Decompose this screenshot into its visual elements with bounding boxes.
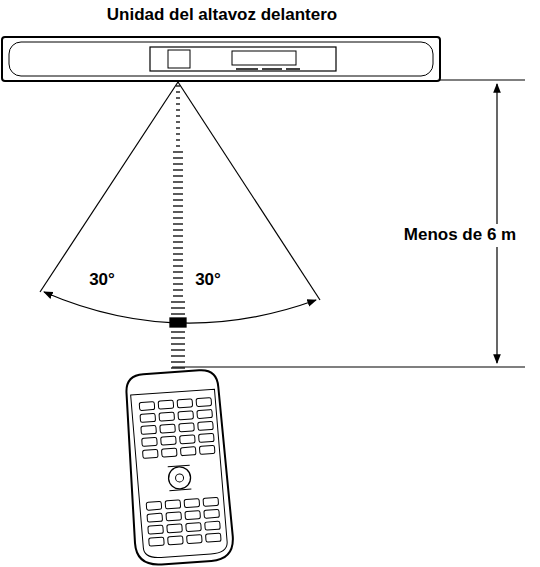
remote-button — [166, 512, 182, 521]
beam-dash — [176, 103, 180, 104]
remote-button — [142, 437, 158, 446]
remote-button — [177, 399, 193, 408]
remote-button — [206, 533, 222, 542]
remote-button — [148, 525, 164, 534]
remote-button — [140, 413, 156, 422]
beam-dash — [176, 91, 180, 92]
infrared-beam — [170, 86, 186, 392]
beam-dash — [173, 169, 183, 170]
remote-button — [180, 447, 196, 456]
emitter — [170, 318, 186, 327]
remote-button — [199, 445, 215, 454]
beam-dash — [173, 205, 183, 206]
beam-dash — [171, 355, 185, 356]
beam-dash — [173, 175, 183, 176]
beam-dash — [173, 235, 183, 236]
dimension-lines — [172, 80, 525, 367]
beam-dash — [176, 121, 180, 122]
beam-dash — [173, 223, 183, 224]
beam-dash — [176, 127, 180, 128]
beam-dash — [173, 163, 183, 164]
beam-dash — [173, 253, 183, 254]
remote-button — [165, 500, 181, 509]
beam-dash — [173, 157, 183, 158]
remote-button — [167, 524, 183, 533]
remote-button — [180, 435, 196, 444]
beam-dash — [173, 247, 183, 248]
remote-button — [197, 409, 213, 418]
remote-button — [185, 511, 201, 520]
beam-dash — [176, 139, 180, 140]
beam-dash — [173, 295, 183, 296]
beam-dash — [176, 145, 180, 146]
beam-dash — [171, 313, 185, 314]
beam-dash — [176, 115, 180, 116]
remote-button — [199, 433, 215, 442]
beam-dash — [171, 307, 185, 308]
remote-button — [186, 523, 202, 532]
remote-button — [143, 449, 159, 458]
remote-button — [139, 401, 155, 410]
beam-dash — [173, 241, 183, 242]
remote-control — [123, 369, 234, 566]
dimension-label: Menos de 6 m — [401, 224, 519, 247]
remote-button — [168, 536, 184, 545]
part-name: Unidad del altavoz delantero — [107, 6, 338, 25]
beam-dash — [173, 217, 183, 218]
beam-dash — [173, 277, 183, 278]
reception-angle — [40, 82, 320, 323]
remote-button — [184, 499, 200, 508]
beam-dash — [173, 199, 183, 200]
beam-dash — [176, 97, 180, 98]
beam-dash — [173, 229, 183, 230]
beam-dash — [173, 211, 183, 212]
speaker-unit — [2, 37, 440, 81]
beam-dash — [173, 259, 183, 260]
remote-button — [196, 398, 212, 407]
beam-dash — [171, 343, 185, 344]
angle-label: 30° — [195, 271, 221, 290]
beam-dash — [173, 193, 183, 194]
beam-dash — [176, 109, 180, 110]
beam-dash — [176, 133, 180, 134]
beam-dash — [173, 265, 183, 266]
beam-dash — [173, 283, 183, 284]
remote-button — [205, 521, 221, 530]
remote-button — [162, 448, 178, 457]
beam-dash — [173, 181, 183, 182]
beam-dash — [173, 151, 183, 152]
beam-dash — [171, 331, 185, 332]
beam-dash — [171, 349, 185, 350]
beam-dash — [171, 361, 185, 362]
remote-button — [178, 411, 194, 420]
angle-label: 30° — [89, 271, 115, 290]
remote-button — [198, 421, 214, 430]
remote-button — [203, 497, 219, 506]
beam-dash — [171, 301, 185, 302]
remote-button — [204, 509, 220, 518]
beam-dash — [173, 271, 183, 272]
beam-dash — [176, 85, 180, 86]
remote-button — [161, 436, 177, 445]
remote-button — [141, 425, 157, 434]
remote-button — [160, 424, 176, 433]
remote-button — [147, 513, 163, 522]
remote-button — [179, 423, 195, 432]
remote-button — [158, 400, 174, 409]
remote-button — [149, 537, 165, 546]
beam-dash — [173, 187, 183, 188]
beam-dash — [171, 337, 185, 338]
beam-dash — [173, 289, 183, 290]
remote-button — [146, 501, 162, 510]
remote-button — [159, 412, 175, 421]
remote-button — [187, 535, 203, 544]
